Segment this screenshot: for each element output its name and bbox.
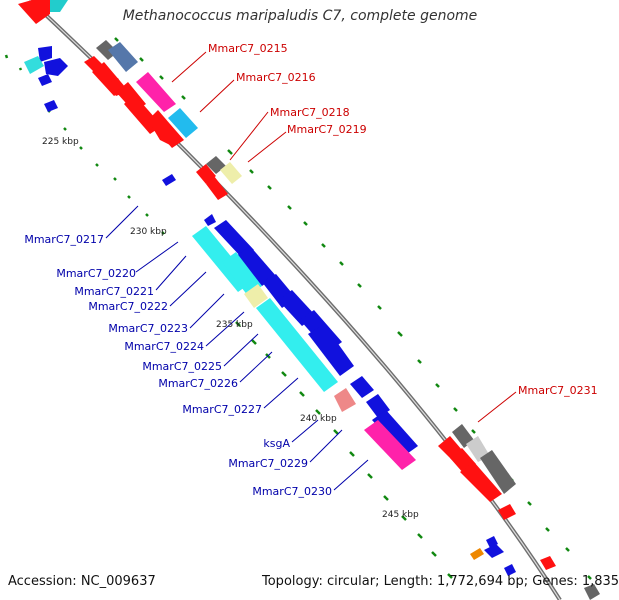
gene-feature-red [498, 504, 516, 520]
gene-feature-cyan [222, 252, 262, 296]
gene-feature-blue [484, 544, 504, 558]
tick-label: 230 kbp [130, 227, 167, 237]
gene-label[interactable]: MmarC7_0224 [124, 340, 204, 353]
gene-feature-blue [504, 564, 516, 576]
gene-feature-yellow [220, 162, 242, 184]
gene-features [18, 0, 600, 600]
gene-feature-gray [584, 584, 600, 600]
gene-feature-red [18, 0, 50, 24]
gene-label[interactable]: MmarC7_0223 [108, 322, 188, 335]
gene-feature-gray [452, 424, 474, 448]
gene-feature-cyan [50, 0, 68, 12]
gene-feature-magenta [364, 420, 416, 470]
gc-content-dashes [4, 37, 592, 580]
gene-label[interactable]: MmarC7_0221 [74, 285, 154, 298]
gene-label[interactable]: MmarC7_0226 [158, 377, 238, 390]
genome-map: 225 kbp 230 kbp 235 kbp 240 kbp 245 kbp … [4, 0, 600, 600]
tick-label: 225 kbp [42, 137, 79, 147]
gene-feature-blue [372, 410, 418, 456]
gene-feature-blue [308, 324, 354, 376]
gene-feature-red [540, 556, 556, 570]
right-label-pointers [171, 51, 517, 423]
gene-feature-gray [480, 450, 516, 494]
gene-label[interactable]: MmarC7_0230 [252, 485, 332, 498]
gene-label[interactable]: MmarC7_0227 [182, 403, 262, 416]
gene-label[interactable]: MmarC7_0220 [56, 267, 136, 280]
gene-feature-blue [44, 58, 68, 76]
gene-label[interactable]: MmarC7_0229 [228, 457, 308, 470]
gene-label[interactable]: MmarC7_0216 [236, 71, 316, 84]
gene-feature-blue [350, 376, 374, 398]
gene-feature-pink [334, 388, 356, 412]
gene-feature-red [158, 124, 184, 148]
gene-feature-magenta [136, 72, 176, 112]
left-label-pointers [105, 205, 369, 491]
gene-feature-yellow [244, 284, 268, 308]
gene-label[interactable]: MmarC7_0231 [518, 384, 598, 397]
gene-feature-blue [236, 246, 276, 286]
gene-label[interactable]: MmarC7_0222 [88, 300, 168, 313]
gene-feature-cyan [168, 108, 198, 138]
forward-gene-labels: MmarC7_0215 MmarC7_0216 MmarC7_0218 Mmar… [208, 42, 598, 397]
gene-label[interactable]: MmarC7_0219 [287, 123, 367, 136]
gene-label[interactable]: MmarC7_0217 [24, 233, 104, 246]
gene-feature-red [206, 176, 228, 200]
gene-feature-steel [108, 42, 138, 72]
gene-label[interactable]: ksgA [263, 437, 290, 450]
gene-feature-cyan [24, 56, 44, 74]
gene-label[interactable]: MmarC7_0215 [208, 42, 288, 55]
reverse-gene-labels: MmarC7_0217 MmarC7_0220 MmarC7_0221 Mmar… [24, 233, 332, 498]
gene-feature-cyan [256, 298, 338, 392]
gene-label[interactable]: MmarC7_0218 [270, 106, 350, 119]
gene-feature-orange [470, 548, 484, 560]
gene-feature-blue [38, 74, 52, 86]
tick-label: 235 kbp [216, 320, 253, 330]
tick-label: 245 kbp [382, 510, 419, 520]
gene-feature-blue [38, 46, 52, 62]
gene-label[interactable]: MmarC7_0225 [142, 360, 222, 373]
gene-feature-blue [214, 220, 254, 258]
genome-summary: Topology: circular; Length: 1,772,694 bp… [262, 574, 619, 589]
tick-label: 240 kbp [300, 414, 337, 424]
gene-feature-blue [162, 174, 176, 186]
tick-labels: 225 kbp 230 kbp 235 kbp 240 kbp 245 kbp [42, 137, 419, 520]
gene-feature-blue [204, 214, 216, 226]
accession-label: Accession: NC_009637 [8, 574, 156, 589]
gene-feature-red [460, 462, 502, 502]
map-title: Methanococcus maripaludis C7, complete g… [122, 8, 478, 24]
gene-feature-blue [44, 100, 58, 112]
